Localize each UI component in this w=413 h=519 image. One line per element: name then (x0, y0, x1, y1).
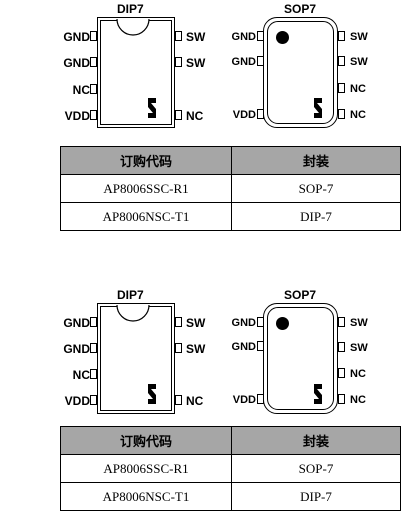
cell-order-code: AP8006SSC-R1 (60, 454, 232, 483)
vendor-logo-icon (146, 96, 158, 120)
table-header-row: 订购代码 封装 (60, 146, 401, 175)
cell-package: SOP-7 (231, 454, 401, 483)
dip-pin-vdd: VDD (64, 394, 90, 408)
cell-order-code: AP8006NSC-T1 (60, 202, 232, 231)
sop7-inner-outline (267, 307, 334, 410)
sop-pad-right-4 (338, 109, 345, 119)
sop-pin-nc-2: NC (350, 394, 366, 406)
dip-pad-right-1 (175, 31, 182, 41)
sop-pad-right-3 (338, 368, 345, 378)
ordering-table: 订购代码 封装 AP8006SSC-R1 SOP-7 AP8006NSC-T1 … (60, 146, 401, 231)
sop-pad-right-1 (338, 317, 345, 327)
dip7-body (97, 303, 175, 414)
sop7-label: SOP7 (284, 288, 317, 302)
dip-pin-gnd-1: GND (63, 30, 90, 44)
table-row: AP8006SSC-R1 SOP-7 (60, 174, 401, 203)
sop-pad-left-3 (257, 109, 264, 119)
dip7-notch-icon (116, 18, 150, 36)
vendor-logo-icon (312, 96, 324, 120)
cell-order-code: AP8006NSC-T1 (60, 482, 232, 511)
sop-pad-left-1 (257, 31, 264, 41)
cell-order-code: AP8006SSC-R1 (60, 174, 232, 203)
sop-pad-right-4 (338, 394, 345, 404)
dip7-label: DIP7 (117, 2, 144, 16)
dip-pad-right-1 (175, 317, 182, 327)
vendor-logo-icon (312, 382, 324, 406)
cell-package: DIP-7 (231, 482, 401, 511)
sop7-label: SOP7 (284, 2, 317, 16)
sop-pad-left-3 (257, 394, 264, 404)
sop-pin-gnd-2: GND (231, 56, 256, 68)
dip7-body (97, 17, 175, 128)
sop-pad-right-2 (338, 342, 345, 352)
sop-pin-nc-1: NC (350, 83, 366, 95)
pin1-dot-icon (276, 317, 289, 330)
sop-pin-sw-1: SW (350, 317, 368, 329)
dip-pin-gnd-1: GND (63, 316, 90, 330)
dip-pad-left-2 (90, 343, 97, 353)
sop-pin-sw-2: SW (350, 56, 368, 68)
dip-pad-left-2 (90, 57, 97, 67)
sop-pin-vdd: VDD (232, 394, 256, 406)
dip7-label: DIP7 (117, 288, 144, 302)
cell-package: SOP-7 (231, 174, 401, 203)
sop7-body (263, 303, 338, 414)
sop-pad-right-2 (338, 56, 345, 66)
pinout-section-1: DIP7 GND GND NC VDD SW SW NC SOP7 (0, 0, 413, 259)
dip-pin-sw-1: SW (186, 30, 206, 44)
sop-pin-gnd-1: GND (231, 31, 256, 43)
table-row: AP8006SSC-R1 SOP-7 (60, 454, 401, 483)
sop7-body (263, 17, 338, 128)
dip-pin-gnd-2: GND (63, 342, 90, 356)
dip-pad-left-4 (90, 395, 97, 405)
ordering-table: 订购代码 封装 AP8006SSC-R1 SOP-7 AP8006NSC-T1 … (60, 426, 401, 511)
dip-pad-left-1 (90, 31, 97, 41)
dip-pad-right-3 (175, 110, 182, 120)
dip-pad-left-3 (90, 369, 97, 379)
dip-pad-left-4 (90, 110, 97, 120)
header-package: 封装 (231, 146, 401, 175)
dip-pin-nc-right: NC (186, 109, 204, 123)
dip7-notch-icon (116, 304, 150, 322)
sop-pin-nc-2: NC (350, 109, 366, 121)
sop-pin-sw-2: SW (350, 342, 368, 354)
dip-pad-right-2 (175, 343, 182, 353)
cell-package: DIP-7 (231, 202, 401, 231)
sop-pin-nc-1: NC (350, 368, 366, 380)
dip-pin-sw-2: SW (186, 56, 206, 70)
dip-pin-gnd-2: GND (63, 56, 90, 70)
dip-pin-sw-1: SW (186, 316, 206, 330)
vendor-logo-icon (146, 382, 158, 406)
header-order-code: 订购代码 (60, 146, 232, 175)
sop-pad-right-1 (338, 31, 345, 41)
header-package: 封装 (231, 426, 401, 455)
dip-pin-sw-2: SW (186, 342, 206, 356)
sop-pad-left-1 (257, 317, 264, 327)
pin1-dot-icon (276, 31, 289, 44)
sop-pin-gnd-1: GND (231, 317, 256, 329)
sop-pad-right-3 (338, 83, 345, 93)
table-row: AP8006NSC-T1 DIP-7 (60, 482, 401, 511)
dip-pin-nc: NC (72, 368, 90, 382)
dip-pad-left-3 (90, 84, 97, 94)
dip-pad-left-1 (90, 317, 97, 327)
sop-pin-gnd-2: GND (231, 341, 256, 353)
sop-pad-left-2 (257, 341, 264, 351)
sop-pin-sw-1: SW (350, 31, 368, 43)
dip-pad-right-2 (175, 57, 182, 67)
pinout-section-2: DIP7 GND GND NC VDD SW SW NC SOP7 (0, 260, 413, 519)
sop-pin-vdd: VDD (232, 109, 256, 121)
sop-pad-left-2 (257, 56, 264, 66)
dip-pin-nc-right: NC (186, 394, 204, 408)
sop7-inner-outline (267, 21, 334, 124)
table-row: AP8006NSC-T1 DIP-7 (60, 202, 401, 231)
table-header-row: 订购代码 封装 (60, 426, 401, 455)
dip-pad-right-3 (175, 395, 182, 405)
header-order-code: 订购代码 (60, 426, 232, 455)
dip-pin-nc: NC (72, 83, 90, 97)
dip-pin-vdd: VDD (64, 109, 90, 123)
